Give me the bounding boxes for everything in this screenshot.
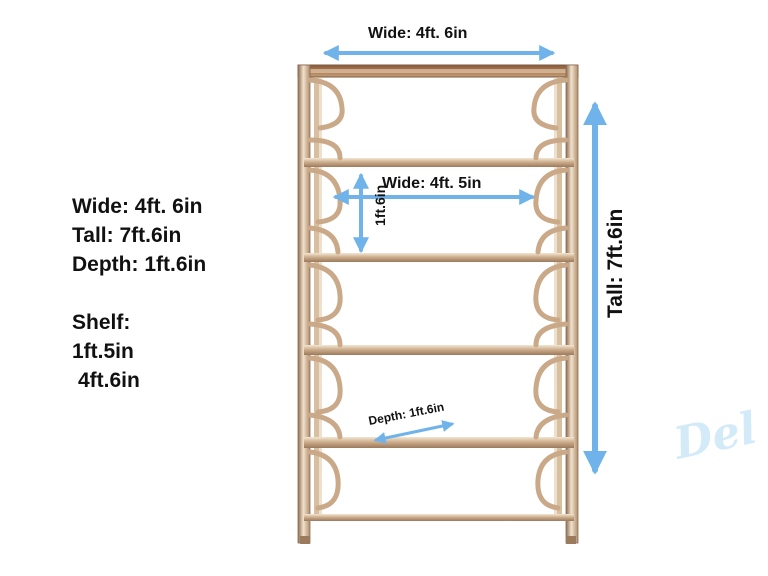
watermark-text: Del Rey <box>668 380 768 470</box>
callout-total-height: Tall: 7ft.6in <box>604 208 627 318</box>
shelf-4 <box>304 437 574 448</box>
spec-shelf-height: 1ft.5in <box>72 340 134 363</box>
spec-tall: Tall: 7ft.6in <box>72 224 182 247</box>
depth-arrow <box>373 420 455 444</box>
spec-shelf-width: 4ft.6in <box>78 369 140 392</box>
shelf-2 <box>304 253 574 262</box>
shelf-1 <box>304 158 574 167</box>
callout-shelf-width: Wide: 4ft. 5in <box>382 175 482 192</box>
shelf-unit <box>297 64 579 544</box>
right-post <box>565 64 579 544</box>
bottom-rail <box>304 514 574 521</box>
callout-shelf-gap: 1ft.6in <box>372 184 388 226</box>
spec-shelf-heading: Shelf: <box>72 311 131 334</box>
shelf-3 <box>304 345 574 355</box>
del-rey-watermark: Del Rey <box>668 380 768 470</box>
spec-depth: Depth: 1ft.6in <box>72 253 207 276</box>
spec-wide: Wide: 4ft. 6in <box>72 195 203 218</box>
callout-top-width: Wide: 4ft. 6in <box>368 25 468 42</box>
left-post <box>297 64 311 544</box>
